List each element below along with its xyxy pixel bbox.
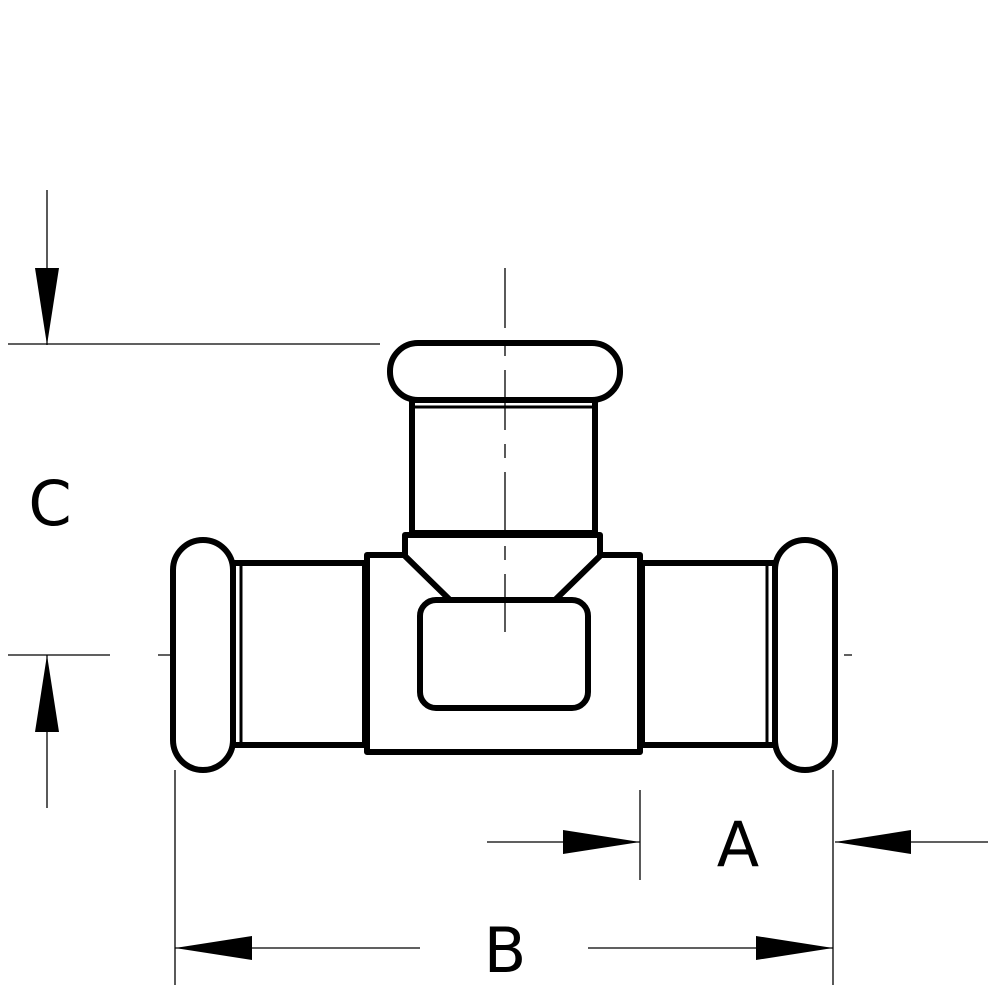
arrow-right-icon [563, 830, 640, 854]
arrow-right-icon [756, 936, 833, 960]
dimension-a: A [487, 790, 988, 881]
arrow-left-icon [175, 936, 252, 960]
dimension-c: C [8, 190, 380, 808]
right-pipe [639, 560, 778, 748]
label-b: B [484, 914, 527, 987]
left-pipe [230, 560, 368, 748]
arrow-up-icon [35, 655, 59, 732]
body-window [417, 597, 591, 711]
branch-pipe [409, 397, 598, 536]
label-a: A [717, 808, 759, 881]
left-press-cap [170, 537, 236, 773]
right-press-cap [772, 537, 838, 773]
arrow-left-icon [835, 830, 911, 854]
arrow-down-icon [35, 268, 59, 345]
label-c: C [28, 467, 71, 540]
dimension-b: B [174, 770, 834, 987]
